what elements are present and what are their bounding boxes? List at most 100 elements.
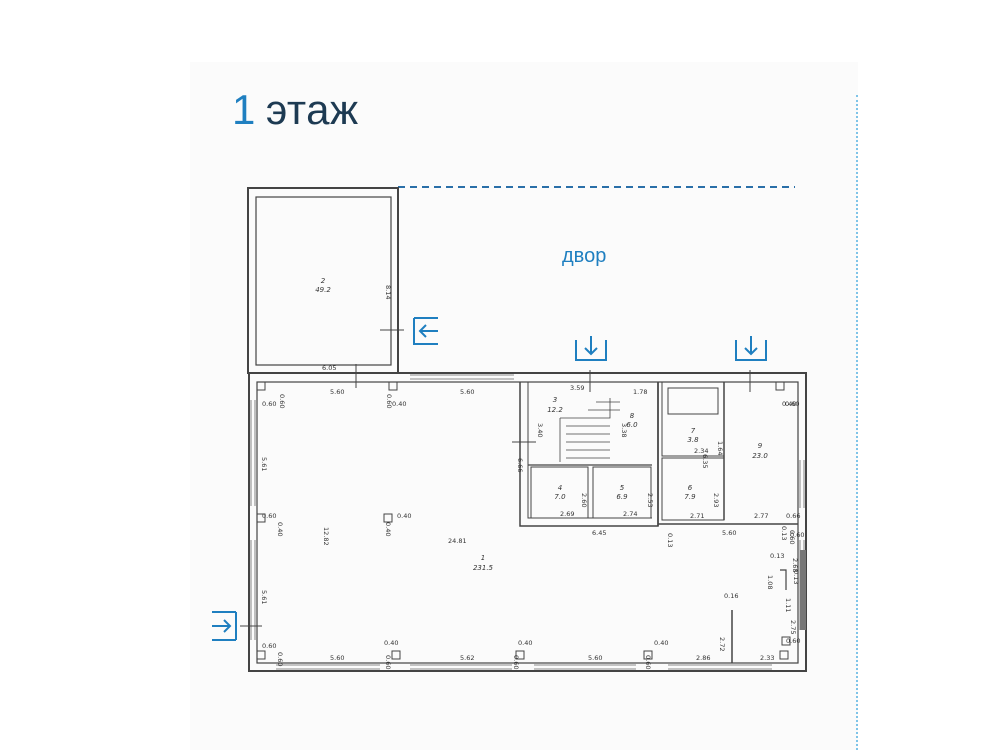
room-area: 12.2 — [547, 406, 563, 414]
dimension-label: 3.40 — [536, 423, 544, 437]
dimension-label: 0.60 — [512, 655, 520, 669]
room-area: 49.2 — [315, 286, 331, 294]
room-number: 3 — [553, 396, 557, 404]
floor-word: этаж — [265, 86, 359, 133]
floor-number: 1 — [232, 86, 256, 133]
dimension-label: 0.60 — [790, 531, 804, 539]
dimension-label: 24.81 — [448, 537, 467, 545]
dimension-label: 5.61 — [260, 457, 268, 471]
dimension-label: 1.64 — [716, 441, 724, 455]
dimension-label: 2.72 — [718, 637, 726, 651]
room-number: 9 — [758, 442, 763, 450]
room-number: 8 — [630, 412, 635, 420]
dimension-label: 1.11 — [784, 598, 792, 612]
room-number: 6 — [688, 484, 693, 492]
dimension-label: 1.78 — [633, 388, 647, 396]
dimension-label: 5.60 — [330, 388, 344, 396]
dimension-label: 0.13 — [792, 570, 800, 584]
dimension-label: 2.77 — [754, 512, 768, 520]
dimension-label: 5.61 — [260, 590, 268, 604]
wall-annex-inner — [255, 196, 392, 366]
dimension-label: 5.60 — [722, 529, 736, 537]
border-dotted-line — [856, 95, 858, 750]
dimension-label: 2.34 — [694, 447, 708, 455]
dimension-label: 0.60 — [262, 512, 276, 520]
plan-sheet — [190, 62, 858, 750]
dimension-label: 0.13 — [770, 552, 784, 560]
dimension-label: 0.60 — [788, 530, 796, 544]
dimension-label: 12.82 — [322, 527, 330, 546]
room-number: 2 — [321, 277, 326, 285]
room-area: 231.5 — [473, 564, 494, 572]
entrance-left-icon — [413, 317, 438, 345]
room-area: 6.0 — [626, 421, 638, 429]
fixture-room-7 — [667, 387, 719, 415]
dimension-label: 2.68 — [791, 558, 799, 572]
dimension-label: 2.69 — [560, 510, 574, 518]
dimension-label: 0.40 — [397, 512, 411, 520]
dimension-label: 3.59 — [570, 384, 584, 392]
dimension-label: 5.60 — [330, 654, 344, 662]
entrance-down-icon — [735, 336, 767, 361]
dimension-label: 0.60 — [384, 655, 392, 669]
dimension-label: 3.38 — [620, 423, 628, 437]
dimension-label: 0.40 — [384, 639, 398, 647]
wall-room-4 — [530, 466, 589, 519]
room-number: 5 — [620, 484, 625, 492]
dimension-label: 0.40 — [384, 522, 392, 536]
room-area: 7.0 — [554, 493, 566, 501]
dimension-label: 0.40 — [276, 522, 284, 536]
dimension-label: 6.66 — [516, 458, 524, 472]
wall-service-block — [519, 382, 659, 527]
dimension-label: 2.33 — [760, 654, 774, 662]
room-number: 1 — [481, 554, 485, 562]
dimension-label: 0.60 — [278, 394, 286, 408]
wall-room-7 — [661, 381, 725, 457]
dimension-label: 6.05 — [322, 364, 336, 372]
dimension-label: 0.60 — [385, 394, 393, 408]
dimension-label: 0.60 — [262, 642, 276, 650]
dimension-label: 0.13 — [666, 533, 674, 547]
wall-partition-small — [780, 569, 787, 590]
dimension-label: 6.45 — [592, 529, 606, 537]
dimension-label: 2.74 — [623, 510, 637, 518]
room-area: 7.9 — [684, 493, 696, 501]
dimension-label: 5.62 — [460, 654, 474, 662]
room-area: 3.8 — [687, 436, 699, 444]
dimension-label: 0.60 — [262, 400, 276, 408]
dimension-label: 2.86 — [696, 654, 710, 662]
stairs — [559, 398, 620, 462]
windows — [250, 374, 805, 670]
door-marks — [240, 329, 751, 627]
dimension-label: 2.60 — [580, 493, 588, 507]
dimension-label: 0.60 — [786, 637, 800, 645]
entrance-down-icon — [575, 336, 607, 361]
dimension-label: 0.13 — [780, 526, 788, 540]
window-filled — [800, 550, 806, 630]
dimension-label: 2.53 — [646, 493, 654, 507]
entrance-right-icon — [212, 611, 237, 641]
columns — [256, 381, 791, 660]
dimension-label: 2.93 — [712, 493, 720, 507]
dimension-label: 0.66 — [786, 512, 800, 520]
dimension-label: 5.60 — [460, 388, 474, 396]
room-number: 4 — [558, 484, 562, 492]
dimension-label: 5.60 — [588, 654, 602, 662]
dimension-label: 0.60 — [785, 400, 799, 408]
room-number: 7 — [691, 427, 696, 435]
dimension-label: 2.71 — [690, 512, 704, 520]
wall-room-6 — [661, 457, 725, 521]
dimension-label: 6.35 — [701, 454, 709, 468]
dimension-label: 0.40 — [518, 639, 532, 647]
dimension-label: 0.60 — [276, 652, 284, 666]
dimension-label: 0.60 — [644, 655, 652, 669]
dimension-label: 2.75 — [789, 620, 797, 634]
wall-main-outer — [248, 372, 807, 672]
dimension-label: 1.08 — [766, 575, 774, 589]
room-area: 6.9 — [616, 493, 628, 501]
dimension-label: 0.40 — [654, 639, 668, 647]
dimension-label: 0.40 — [782, 400, 796, 408]
